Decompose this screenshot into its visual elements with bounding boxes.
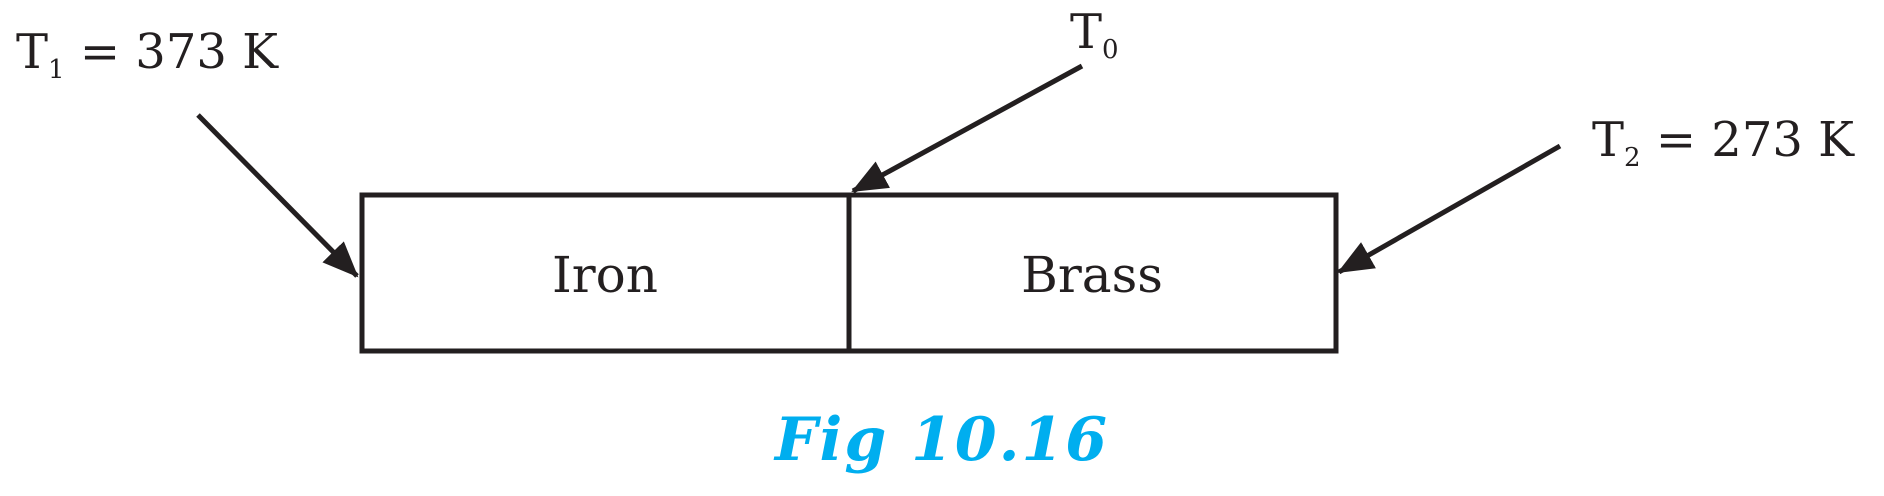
arrow-t2 — [1337, 143, 1562, 275]
label-t1-symbol: T — [16, 24, 49, 80]
label-t1-value: = 373 K — [64, 24, 279, 80]
label-t0: T0 — [1070, 8, 1119, 63]
label-t2-symbol: T — [1592, 112, 1625, 168]
label-t0-subscript: 0 — [1102, 35, 1119, 65]
arrow-t0 — [851, 63, 1084, 194]
label-t1: T1 = 373 K — [16, 28, 278, 83]
label-t0-symbol: T — [1070, 4, 1103, 60]
label-t1-subscript: 1 — [48, 55, 65, 85]
label-t2-subscript: 2 — [1624, 143, 1641, 173]
brass-label: Brass — [1021, 246, 1163, 304]
brass-rod — [846, 192, 1339, 354]
label-t2: T2 = 273 K — [1592, 116, 1854, 171]
iron-label: Iron — [552, 246, 658, 304]
arrow-t1 — [196, 113, 359, 278]
figure-caption: Fig 10.16 — [774, 405, 1110, 475]
label-t2-value: = 273 K — [1640, 112, 1855, 168]
